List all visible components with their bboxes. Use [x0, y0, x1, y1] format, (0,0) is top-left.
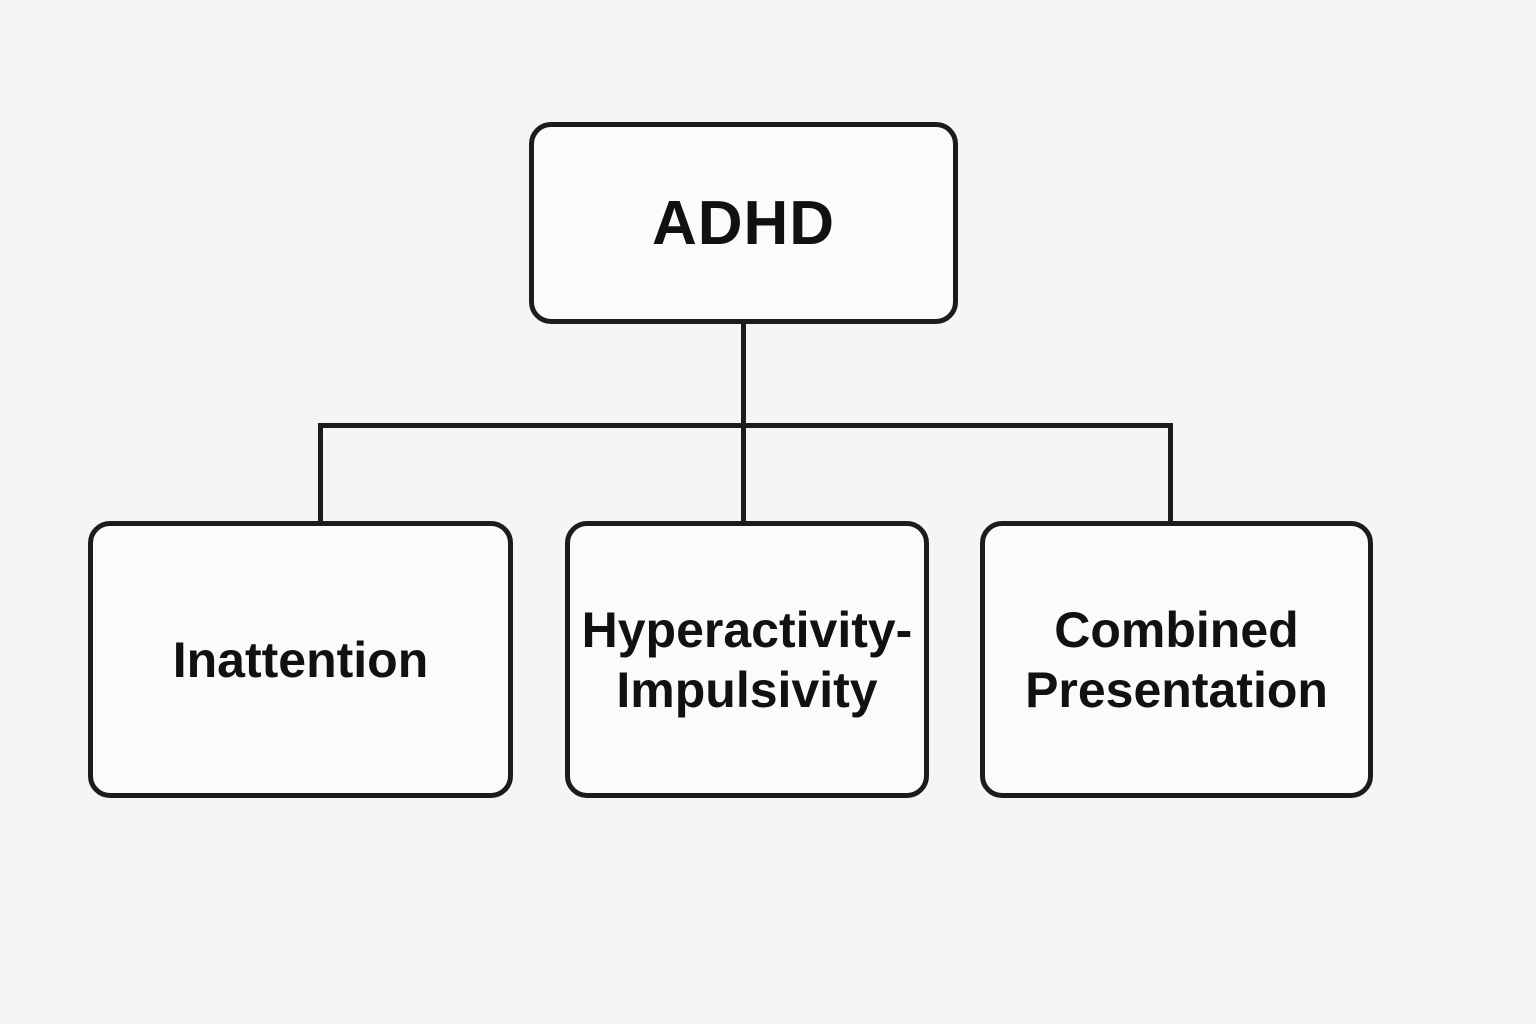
- node-adhd: ADHD: [529, 122, 958, 324]
- connector-root-drop: [741, 320, 746, 428]
- connector-drop-combined-presentation: [1168, 423, 1173, 525]
- connector-drop-inattention: [318, 423, 323, 525]
- node-inattention: Inattention: [88, 521, 513, 798]
- connector-drop-hyperactivity-impulsivity: [741, 423, 746, 525]
- node-hyperactivity-impulsivity: Hyperactivity- Impulsivity: [565, 521, 929, 798]
- node-combined-presentation: Combined Presentation: [980, 521, 1373, 798]
